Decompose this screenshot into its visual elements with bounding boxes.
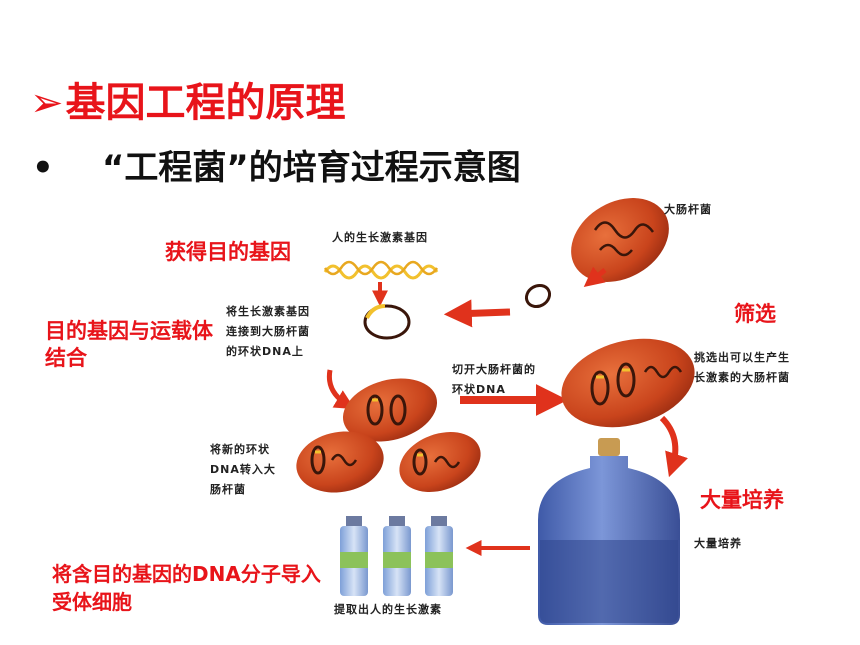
recombinant-plasmid	[363, 304, 411, 340]
ecoli-bacterium-middle	[342, 378, 438, 442]
figure-label-hgh-gene: 人的生长激素基因	[332, 231, 428, 244]
figure-label-ecoli: 大肠杆菌	[664, 203, 712, 216]
dna-helix	[323, 260, 439, 280]
step-label-introduce: 将含目的基因的DNA分子导入受体细胞	[52, 562, 321, 614]
hormone-vial-3	[425, 516, 453, 596]
ecoli-bacterium-selected	[561, 338, 695, 428]
title-text: 基因工程的原理	[65, 80, 346, 126]
arrow-plasmid-to-recombinant	[443, 299, 511, 328]
arrow-to-host-bacterium	[326, 369, 355, 410]
arrow-ecoli-to-plasmid	[583, 266, 607, 287]
figure-label-cut-plasmid: 切开大肠杆菌的环状DNA	[452, 363, 536, 396]
title-arrow-icon: ➢	[30, 80, 64, 126]
bullet-icon: •	[32, 148, 54, 188]
step-label-mass-culture: 大量培养	[700, 488, 784, 512]
ecoli-bacterium-lower-left	[296, 431, 384, 493]
step-label-combine: 目的基因与运载体结合	[45, 319, 213, 370]
hormone-vial-1	[340, 516, 368, 596]
step-label-get-gene: 获得目的基因	[165, 240, 291, 264]
subtitle-row: • “工程菌”的培育过程示意图	[32, 140, 521, 189]
figure-label-transfer-dna: 将新的环状DNA转入大肠杆菌	[210, 443, 276, 496]
figure-label-connect-gene: 将生长激素基因连接到大肠杆菌的环状DNA上	[226, 305, 310, 358]
hormone-vial-2	[383, 516, 411, 596]
ecoli-bacterium-top	[571, 198, 669, 282]
plasmid-ring-empty	[524, 283, 552, 309]
slide-title: ➢基因工程的原理	[30, 70, 346, 128]
ecoli-bacterium-lower-right	[399, 432, 481, 492]
arrow-to-bottle	[659, 415, 688, 478]
step-label-screen: 筛选	[734, 302, 776, 326]
subtitle-text: “工程菌”的培育过程示意图	[102, 148, 521, 188]
figure-label-culture: 大量培养	[694, 537, 742, 550]
culture-bottle	[538, 438, 680, 625]
figure-label-select-bacteria: 挑选出可以生产生长激素的大肠杆菌	[694, 351, 790, 384]
figure-label-extract: 提取出人的生长激素	[334, 603, 442, 616]
